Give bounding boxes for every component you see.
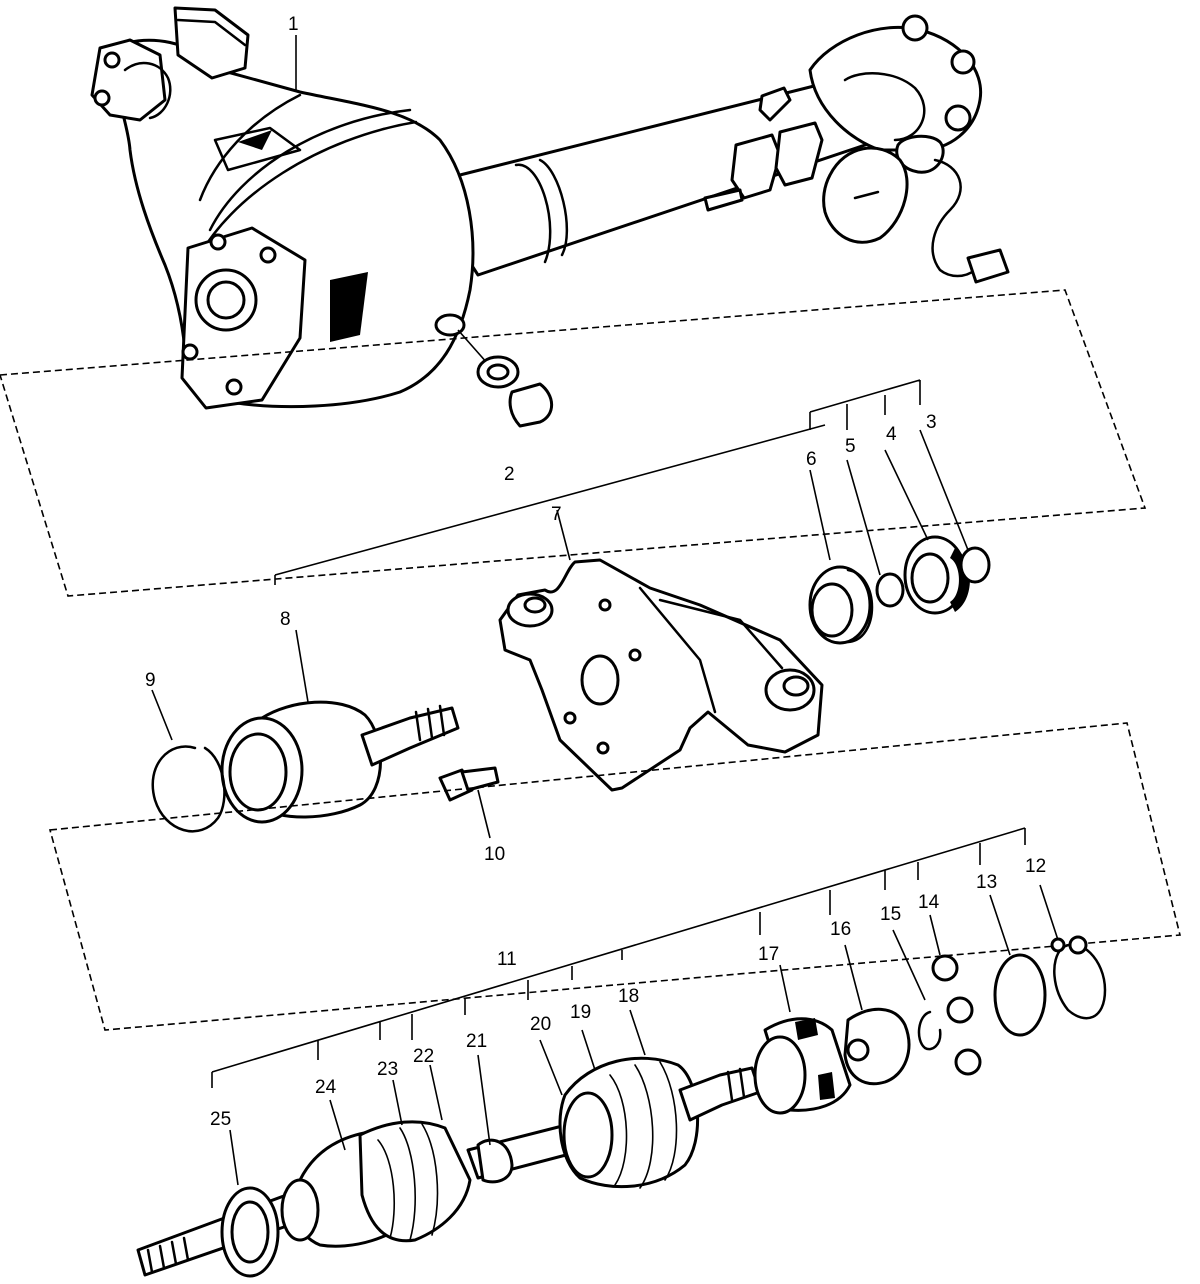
axle-housing: [90, 6, 1010, 428]
callout-2: 2: [504, 464, 515, 485]
callout-12: 12: [1025, 856, 1046, 877]
balls-14: [931, 954, 982, 1076]
group-outline-lower: [48, 722, 1182, 1031]
clip-12: [1050, 935, 1107, 1020]
callout-3: 3: [926, 412, 937, 433]
callout-24: 24: [315, 1077, 337, 1098]
callout-5: 5: [845, 436, 856, 457]
snap-ring-3: [959, 546, 991, 584]
callout-18: 18: [618, 986, 639, 1007]
callout-9: 9: [145, 670, 156, 691]
callout-6: 6: [806, 449, 817, 470]
snap-ring-9: [151, 745, 226, 833]
outer-race-17: [753, 1017, 852, 1115]
seal-6: [808, 565, 874, 645]
callout-1: 1: [288, 14, 299, 35]
mount-bracket-7: [498, 558, 824, 792]
callout-4: 4: [886, 424, 897, 445]
callout-25: 25: [210, 1109, 231, 1130]
callout-14: 14: [918, 892, 940, 913]
clip-13: [993, 953, 1047, 1037]
outer-joint-axle: [136, 1186, 312, 1278]
callout-21: 21: [466, 1031, 487, 1052]
boot-outer-23: [358, 1120, 472, 1243]
callout-23: 23: [377, 1059, 398, 1080]
callout-19: 19: [570, 1002, 591, 1023]
callout-7: 7: [551, 504, 562, 525]
inner-joint-8: [220, 700, 460, 824]
callout-8: 8: [280, 609, 291, 630]
bearing-4: [903, 535, 970, 615]
callout-16: 16: [830, 919, 851, 940]
callout-22: 22: [413, 1046, 434, 1067]
callout-13: 13: [976, 872, 997, 893]
callout-15: 15: [880, 904, 901, 925]
group-outline-upper: [0, 289, 1147, 597]
callout-10: 10: [484, 844, 505, 865]
inner-race-16: [843, 1007, 911, 1086]
o-ring-5: [875, 572, 905, 608]
inner-boot-18-19: [558, 1056, 762, 1189]
callout-17: 17: [758, 944, 779, 965]
callout-20: 20: [530, 1014, 551, 1035]
callout-11: 11: [497, 949, 517, 970]
bolt-10: [438, 766, 500, 802]
callout-labels: 1 2 3 4 5 6 7 8 9 10 11 12 13 14 15 16 1…: [145, 14, 1046, 1130]
snap-ring-15: [917, 1010, 942, 1051]
